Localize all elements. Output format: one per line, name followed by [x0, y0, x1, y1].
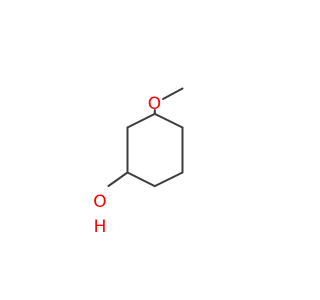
ring-bond-1 — [153, 112, 184, 129]
ring-bond-2 — [126, 112, 156, 129]
methoxy-methyl-bond — [162, 87, 184, 100]
molecule-drawing: O O H — [93, 87, 184, 237]
ring-bond-5 — [126, 171, 156, 188]
hydroxyl-hydrogen-label: H — [94, 217, 107, 237]
ring-to-hydroxyl-bond — [107, 171, 129, 187]
structure-canvas: O O H — [93, 87, 184, 237]
ring-bond-4 — [153, 171, 184, 188]
methoxy-oxygen-label: O — [148, 94, 161, 114]
hydroxyl-oxygen-label: O — [93, 192, 106, 212]
